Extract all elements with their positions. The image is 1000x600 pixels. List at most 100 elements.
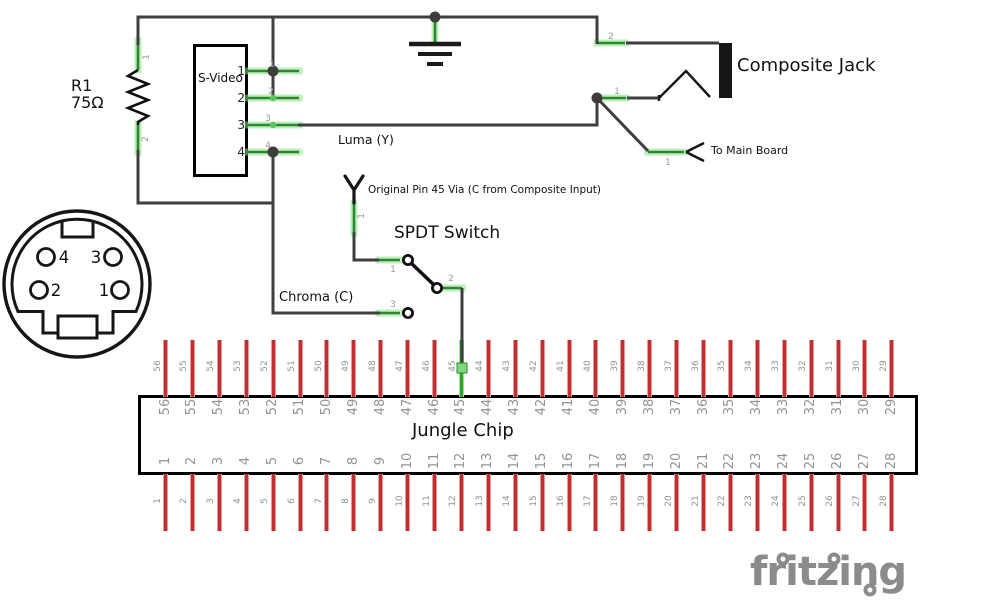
chip-bottom-pin-21[interactable] <box>701 474 706 531</box>
chip-top-pin-48[interactable] <box>378 340 384 397</box>
chip-bottom-pin-10[interactable] <box>405 474 411 531</box>
svideo-din-connector[interactable]: 4 3 2 1 <box>2 209 152 359</box>
spdt-lever[interactable] <box>408 260 436 287</box>
chip-top-pin-35[interactable] <box>727 340 733 397</box>
spdt-pin3-terminal[interactable] <box>401 306 414 319</box>
chip-bottom-pin-28[interactable] <box>889 474 895 531</box>
chip-top-pin-32[interactable] <box>808 340 814 397</box>
chip-bottom-pin-25[interactable] <box>808 474 814 531</box>
chip-top-pin-53[interactable] <box>243 340 249 397</box>
chip-bottom-pin-16[interactable] <box>566 474 572 531</box>
chip-bottom-pin-10-inner-number: 10 <box>399 452 415 470</box>
chip-top-pin-42[interactable] <box>539 340 545 397</box>
chip-top-pin-33[interactable] <box>781 340 787 397</box>
chip-top-pin-38[interactable] <box>647 340 653 397</box>
jungle-chip-body[interactable] <box>138 395 918 475</box>
chip-bottom-pin-24[interactable] <box>781 474 787 531</box>
chip-top-pin-46-outer-number: 46 <box>421 359 432 372</box>
chip-top-pin-51[interactable] <box>297 340 303 397</box>
chip-top-pin-49[interactable] <box>351 340 357 397</box>
chip-bottom-pin-5-outer-number: 5 <box>260 497 271 504</box>
chip-top-pin-32-outer-number: 32 <box>798 359 809 372</box>
chip-top-pin-47-outer-number: 47 <box>394 359 405 372</box>
chip-top-pin-52[interactable] <box>270 340 276 397</box>
chip-top-pin-56[interactable] <box>163 340 168 397</box>
chip-top-pin-40[interactable] <box>593 340 599 397</box>
to-main-board-label: To Main Board <box>711 144 789 157</box>
chip-bottom-pin-17[interactable] <box>593 474 599 531</box>
chip-top-pin-54[interactable] <box>216 340 222 397</box>
junction-dots <box>267 11 603 158</box>
svideo-label: S-Video <box>198 71 243 85</box>
chip-bottom-pin-28-inner-number: 28 <box>883 452 899 470</box>
chip-bottom-pin-7[interactable] <box>324 474 330 531</box>
to-main-board-wire-end-icon[interactable] <box>685 141 705 163</box>
din-pin3-hole <box>103 247 123 267</box>
chip-top-pin-43[interactable] <box>512 340 518 397</box>
chip-top-pin-30[interactable] <box>862 340 868 397</box>
chip-top-pin-47[interactable] <box>405 340 411 397</box>
chip-bottom-pin-14[interactable] <box>512 474 518 531</box>
chip-bottom-pin-5[interactable] <box>270 474 276 531</box>
chip-bottom-pin-12[interactable] <box>458 474 464 531</box>
resistor-symbol[interactable] <box>124 68 152 125</box>
ground-symbol[interactable] <box>409 41 461 66</box>
chip-top-pin-34[interactable] <box>754 340 760 397</box>
chip-bottom-pin-10-outer-number: 10 <box>394 494 405 507</box>
chip-bottom-pin-4[interactable] <box>243 474 249 531</box>
chip-top-pin-55[interactable] <box>189 340 195 397</box>
chip-top-pin-50[interactable] <box>324 340 330 397</box>
chip-top-pin-40-outer-number: 40 <box>582 359 593 372</box>
chip-bottom-pin-2[interactable] <box>189 474 195 531</box>
chip-top-pin-49-outer-number: 49 <box>340 359 351 372</box>
chip-bottom-pin-23[interactable] <box>754 474 760 531</box>
chip-top-pin-41[interactable] <box>566 340 572 397</box>
composite-jack-barrel[interactable] <box>719 43 732 98</box>
chip-top-pin-39[interactable] <box>620 340 626 397</box>
chip-bottom-pin-27[interactable] <box>862 474 868 531</box>
chip-top-pin-39-outer-number: 39 <box>609 359 620 372</box>
chip-bottom-pin-26[interactable] <box>835 474 841 531</box>
spdt-pin1-terminal[interactable] <box>401 253 414 266</box>
chip-top-pin-44[interactable] <box>485 340 491 397</box>
chip-bottom-pin-26-outer-number: 26 <box>825 494 835 507</box>
chip-bottom-pin-6[interactable] <box>297 474 303 531</box>
chip-top-pin-46[interactable] <box>432 340 437 397</box>
din-pin1-label: 1 <box>99 281 110 300</box>
chip-bottom-pin-2-outer-number: 2 <box>179 497 190 504</box>
chip-top-pin-44-inner-number: 44 <box>480 398 496 415</box>
chip-bottom-pin-9-inner-number: 9 <box>372 456 388 466</box>
chip-top-pin-29[interactable] <box>889 340 895 397</box>
chip-top-pin-49-inner-number: 49 <box>345 398 361 415</box>
chip-top-pin-56-outer-number: 56 <box>152 359 163 372</box>
via-antenna-symbol[interactable] <box>343 174 365 205</box>
chip-bottom-pin-18[interactable] <box>620 474 626 531</box>
chip-bottom-pin-19[interactable] <box>647 474 653 531</box>
din-pin4-hole <box>36 247 56 267</box>
spdt-pin2-terminal[interactable] <box>430 281 443 294</box>
chip-top-pin-52-inner-number: 52 <box>265 398 281 415</box>
svideo-stub2-label: 2 <box>268 87 274 97</box>
chip-top-pin-31[interactable] <box>835 340 841 397</box>
chip-bottom-pin-11[interactable] <box>432 474 437 531</box>
din-pin2-label: 2 <box>51 281 62 300</box>
chip-bottom-pin-8[interactable] <box>351 474 357 531</box>
chip-bottom-pin-22[interactable] <box>727 474 733 531</box>
chip-top-pin-37[interactable] <box>674 340 680 397</box>
chip-bottom-pin-15[interactable] <box>539 474 545 531</box>
chip-top-pin-38-outer-number: 38 <box>636 359 647 372</box>
chip-bottom-pin-13[interactable] <box>485 474 491 531</box>
chip-bottom-pin-1[interactable] <box>163 474 168 531</box>
composite-jack-tip-contact[interactable] <box>657 69 711 101</box>
chip-bottom-pin-3[interactable] <box>216 474 222 531</box>
chip-bottom-pin-9[interactable] <box>378 474 384 531</box>
svideo-pin-number-1: 1 <box>237 64 245 78</box>
luma-net-label: Luma (Y) <box>338 132 394 147</box>
chip-top-pin-36[interactable] <box>701 340 706 397</box>
chip-top-pin-42-outer-number: 42 <box>529 359 540 372</box>
chip-bottom-pin-27-inner-number: 27 <box>856 452 872 470</box>
chip-bottom-pin-20[interactable] <box>674 474 680 531</box>
chip-top-pin-48-outer-number: 48 <box>367 359 378 372</box>
chip-bottom-pin-22-inner-number: 22 <box>722 452 738 470</box>
